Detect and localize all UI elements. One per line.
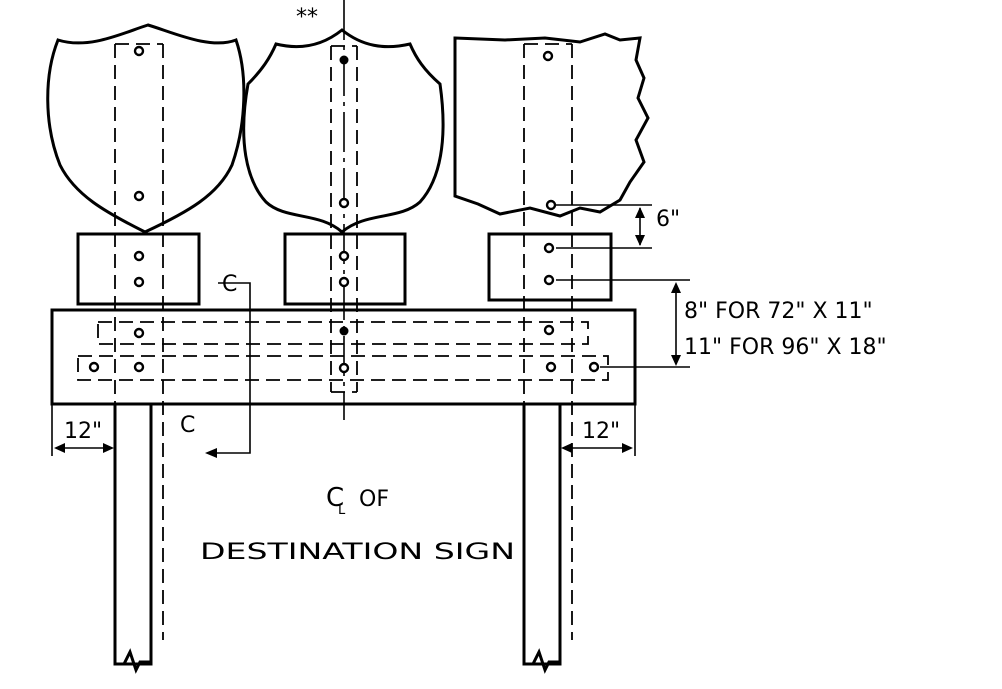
hidden-post-lines: [114, 43, 573, 640]
right-post: [522, 402, 562, 674]
centerline-destination-label: C L OF DESTINATION SIGN: [200, 483, 515, 565]
supplemental-plaque-left: [76, 232, 201, 306]
centerline-subscript: L: [338, 503, 346, 518]
section-c-top-label: C: [222, 272, 237, 297]
destination-sign-label: DESTINATION SIGN: [200, 540, 515, 565]
state-outline-sign: [453, 32, 650, 218]
interstate-shield: [46, 23, 246, 234]
dim-8-label: 8" FOR 72" X 11": [684, 299, 873, 324]
section-line-c: C C: [180, 272, 251, 458]
left-post: [113, 402, 153, 674]
dim-12-right-label: 12": [582, 419, 620, 444]
destination-sign-panel: [50, 308, 637, 406]
dim-12-left-label: 12": [64, 419, 102, 444]
dimension-12in-right: 12": [561, 404, 636, 456]
dimension-6in: 6": [556, 204, 680, 249]
dim-6-label: 6": [656, 207, 680, 232]
stars-label: **: [296, 5, 318, 30]
centerline-of: OF: [359, 487, 389, 512]
bolt-holes: [88, 45, 600, 374]
section-c-bottom-label: C: [180, 413, 195, 438]
dim-11-label: 11" FOR 96" X 18": [684, 335, 887, 360]
centerline-symbol: C: [326, 483, 344, 513]
supplemental-plaque-center: [283, 232, 407, 306]
dimension-8-11in: 8" FOR 72" X 11" 11" FOR 96" X 18": [556, 279, 887, 368]
dimension-12in-left: 12": [51, 404, 114, 456]
